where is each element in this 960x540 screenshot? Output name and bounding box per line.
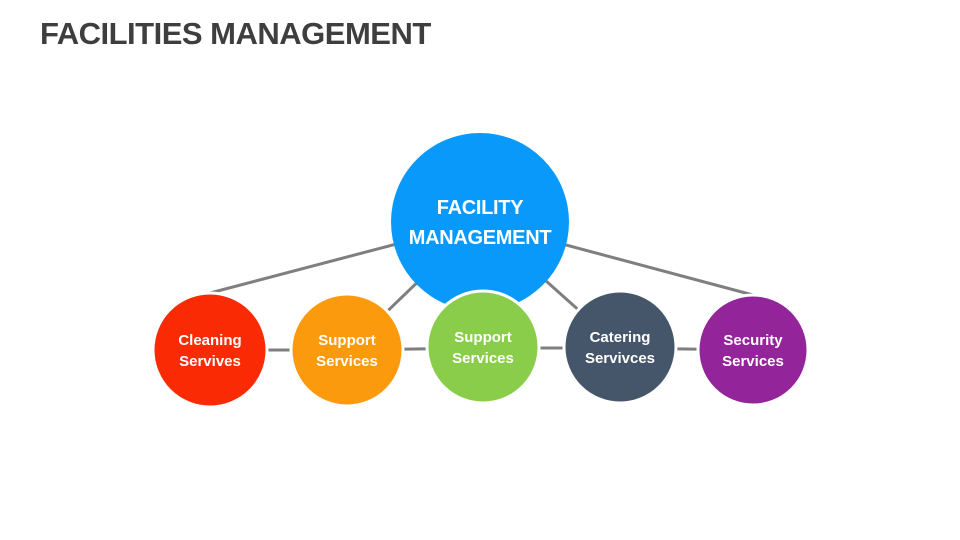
node-circle-facility-management [391, 133, 569, 311]
node-circle-cleaning-services [151, 291, 269, 409]
slide-title: FACILITIES MANAGEMENT [40, 16, 431, 51]
node-circle-support-services-1 [289, 292, 405, 408]
node-circle-catering-services [562, 289, 678, 405]
node-circle-support-services-2 [425, 289, 541, 405]
node-circle-security-services [696, 293, 810, 407]
